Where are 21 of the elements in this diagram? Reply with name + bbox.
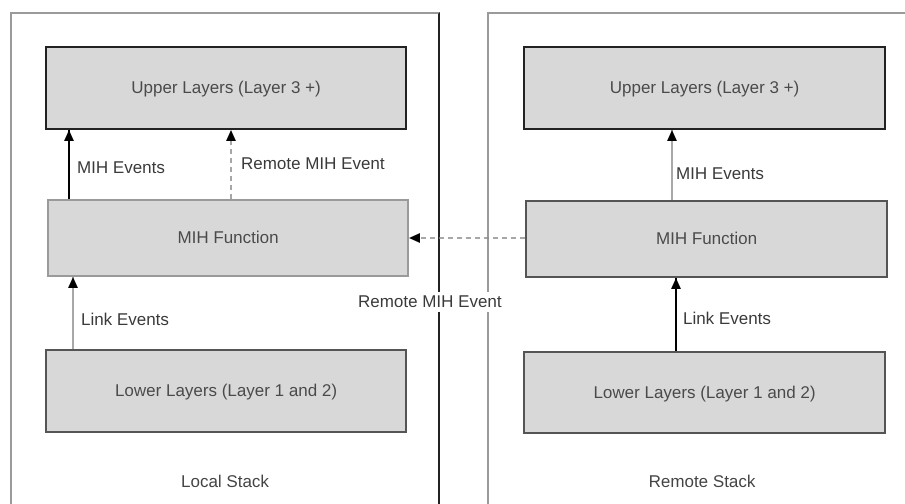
arrow (667, 130, 677, 200)
layer-label: Upper Layers (Layer 3 +) (131, 78, 321, 98)
layer-label: Lower Layers (Layer 1 and 2) (593, 382, 816, 402)
panel-title: Remote Stack (648, 472, 756, 492)
arrow (68, 277, 78, 349)
layer-box (47, 199, 409, 277)
arrow (64, 130, 74, 199)
layer-box (45, 349, 407, 433)
layer-label: MIH Function (656, 229, 758, 249)
panel-title: Local Stack (180, 472, 270, 492)
layer-label: MIH Function (177, 228, 279, 248)
layer-label: Upper Layers (Layer 3 +) (610, 78, 800, 98)
layer-label: Lower Layers (Layer 1 and 2) (114, 381, 338, 401)
layer-box (523, 46, 886, 130)
arrow (226, 130, 236, 199)
arrow (671, 278, 681, 351)
edge-label: Remote MIH Event (357, 292, 503, 312)
layer-box (523, 351, 886, 434)
arrow (409, 233, 525, 243)
layer-box (525, 200, 888, 278)
layer-box (45, 46, 407, 130)
